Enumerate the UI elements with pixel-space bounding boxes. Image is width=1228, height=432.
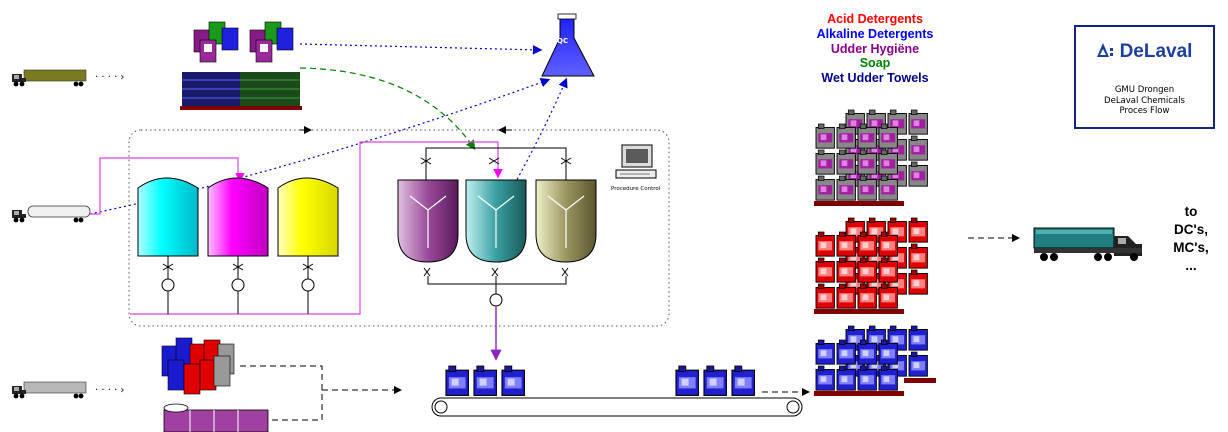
truck-inbound-tanker: [12, 205, 91, 223]
mixer-outlet-pipe: [427, 276, 567, 294]
filling-pump: [489, 293, 503, 307]
storage-tank-yellow: [277, 177, 339, 300]
packaging-flow-lines: [240, 365, 402, 421]
qc-flask: [541, 13, 595, 77]
truck-1-dots: · · · · ›: [95, 72, 124, 83]
pallet-acid-detergents: [814, 217, 928, 314]
sample-flow-mixer: [499, 77, 568, 211]
production-area-border: [128, 129, 670, 327]
legend-alkaline: Alkaline Detergents: [816, 26, 934, 41]
mixer-purple: [397, 157, 459, 277]
subtitle-line-2: DeLaval Chemicals: [1104, 95, 1185, 106]
process-control-computer: [615, 144, 657, 179]
truck-outbound: [1033, 227, 1142, 261]
mixer-header-pipe: [425, 147, 567, 166]
destination-text: to DC's, MC's, ...: [1160, 203, 1222, 275]
pallet-udder-hygiene: [814, 109, 928, 206]
legend-wet-udder-towels: Wet Udder Towels: [821, 71, 929, 86]
brand-name: DeLaval: [1119, 41, 1193, 62]
sample-flow-tanker: [89, 77, 551, 215]
storage-tank-cyan: [137, 177, 199, 300]
legend-udder-hygiene: Udder Hygiëne: [830, 41, 920, 56]
truck-inbound-1: [12, 69, 87, 87]
qc-label: QC: [557, 37, 569, 45]
destination-line-1: to: [1184, 204, 1198, 219]
raw-material-drums-2: [238, 21, 302, 110]
truck-inbound-3: [12, 381, 87, 399]
conveyor-cans-left: [445, 365, 526, 397]
delaval-logo-icon: [1096, 43, 1113, 57]
truck-3-dots: · · · · ›: [95, 385, 124, 396]
destination-line-2: DC's,: [1174, 222, 1208, 237]
mixer-teal: [465, 157, 527, 277]
conveyor-cans-right: [675, 365, 756, 397]
brand-box: DeLaval GMU Drongen DeLaval Chemicals Pr…: [1074, 25, 1215, 129]
brand-subtitle: GMU Drongen DeLaval Chemicals Proces Flo…: [1076, 85, 1213, 117]
mixer-olive: [535, 157, 597, 277]
release-flow: [299, 67, 476, 150]
destination-line-3: MC's,: [1173, 240, 1209, 255]
legend-acid: Acid Detergents: [827, 12, 923, 26]
brand-title: DeLaval: [1076, 41, 1213, 63]
filling-conveyor: [431, 397, 803, 417]
raw-material-drums-1: [180, 21, 244, 110]
tank-outlets: [167, 300, 309, 314]
subtitle-line-3: Proces Flow: [1119, 106, 1170, 116]
pallet-alkaline-detergents: [814, 325, 936, 396]
process-control-label: Procedure Control: [611, 186, 661, 192]
legend-soap: Soap: [859, 56, 891, 71]
sample-flow-drums: [299, 43, 543, 55]
storage-tank-magenta: [207, 177, 269, 300]
subtitle-line-1: GMU Drongen: [1114, 85, 1175, 95]
packaging-cans-pallet: [163, 403, 269, 432]
destination-line-4: ...: [1185, 258, 1197, 273]
product-legend: Acid Detergents Alkaline Detergents Udde…: [760, 12, 990, 86]
packaging-drums-stock: [161, 337, 235, 395]
